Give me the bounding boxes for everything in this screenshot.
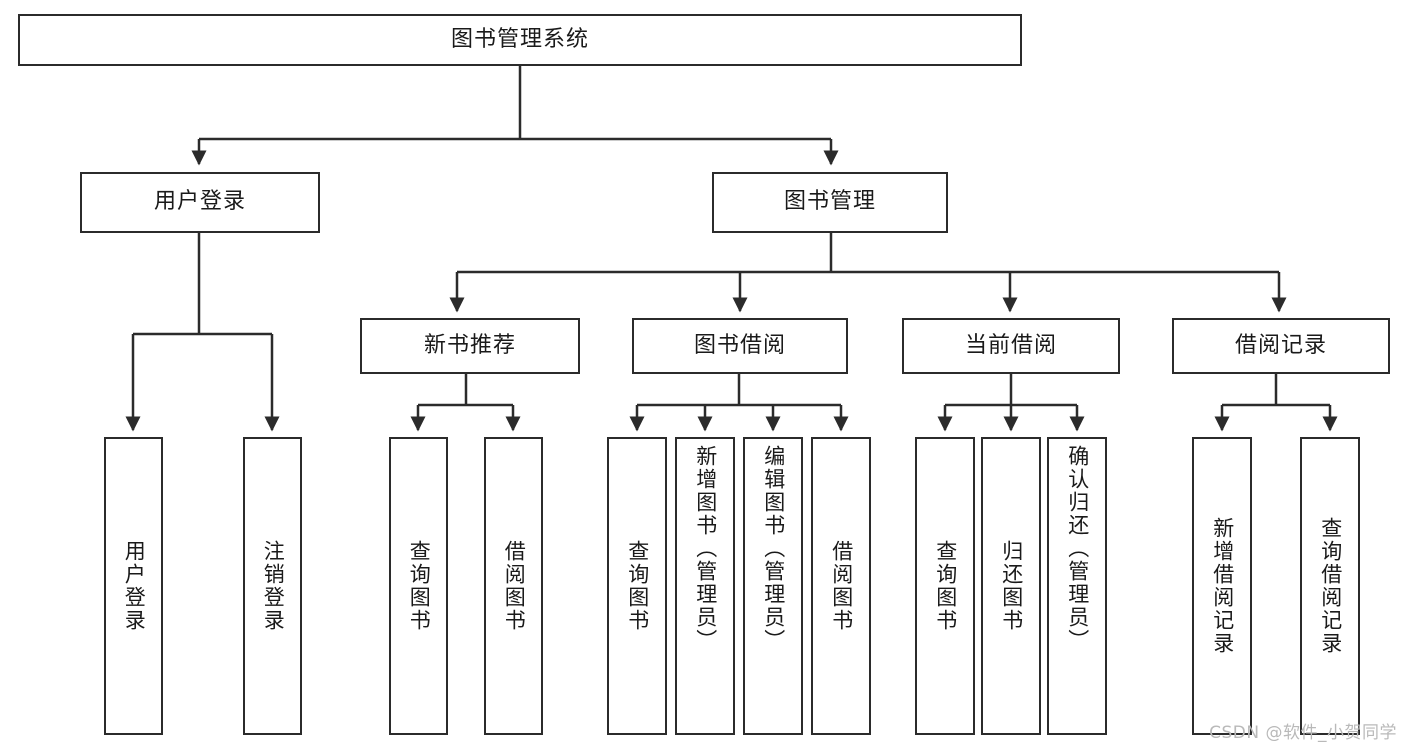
leaf-edit-book-admin[interactable]: 编辑图书（管理员）: [743, 437, 803, 735]
node-new-book-recommend[interactable]: 新书推荐: [360, 318, 580, 374]
leaf-add-borrow-record[interactable]: 新增借阅记录: [1192, 437, 1252, 735]
node-current-borrow[interactable]: 当前借阅: [902, 318, 1120, 374]
leaf-return-book[interactable]: 归还图书: [981, 437, 1041, 735]
leaf-add-book-admin[interactable]: 新增图书（管理员）: [675, 437, 735, 735]
leaf-borrow-book[interactable]: 借阅图书: [811, 437, 871, 735]
leaf-query-borrow-record[interactable]: 查询借阅记录: [1300, 437, 1360, 735]
node-borrow-record[interactable]: 借阅记录: [1172, 318, 1390, 374]
leaf-logout[interactable]: 注销登录: [243, 437, 302, 735]
node-root[interactable]: 图书管理系统: [18, 14, 1022, 66]
leaf-query-book-borrow[interactable]: 查询图书: [607, 437, 667, 735]
watermark-text: CSDN @软件_小贺同学: [1209, 723, 1397, 743]
node-book-management[interactable]: 图书管理: [712, 172, 948, 233]
node-book-borrow[interactable]: 图书借阅: [632, 318, 848, 374]
leaf-query-book-current[interactable]: 查询图书: [915, 437, 975, 735]
leaf-confirm-return-admin[interactable]: 确认归还（管理员）: [1047, 437, 1107, 735]
node-user-login[interactable]: 用户登录: [80, 172, 320, 233]
leaf-borrow-book-newbook[interactable]: 借阅图书: [484, 437, 543, 735]
leaf-query-book-newbook[interactable]: 查询图书: [389, 437, 448, 735]
leaf-user-login[interactable]: 用户登录: [104, 437, 163, 735]
